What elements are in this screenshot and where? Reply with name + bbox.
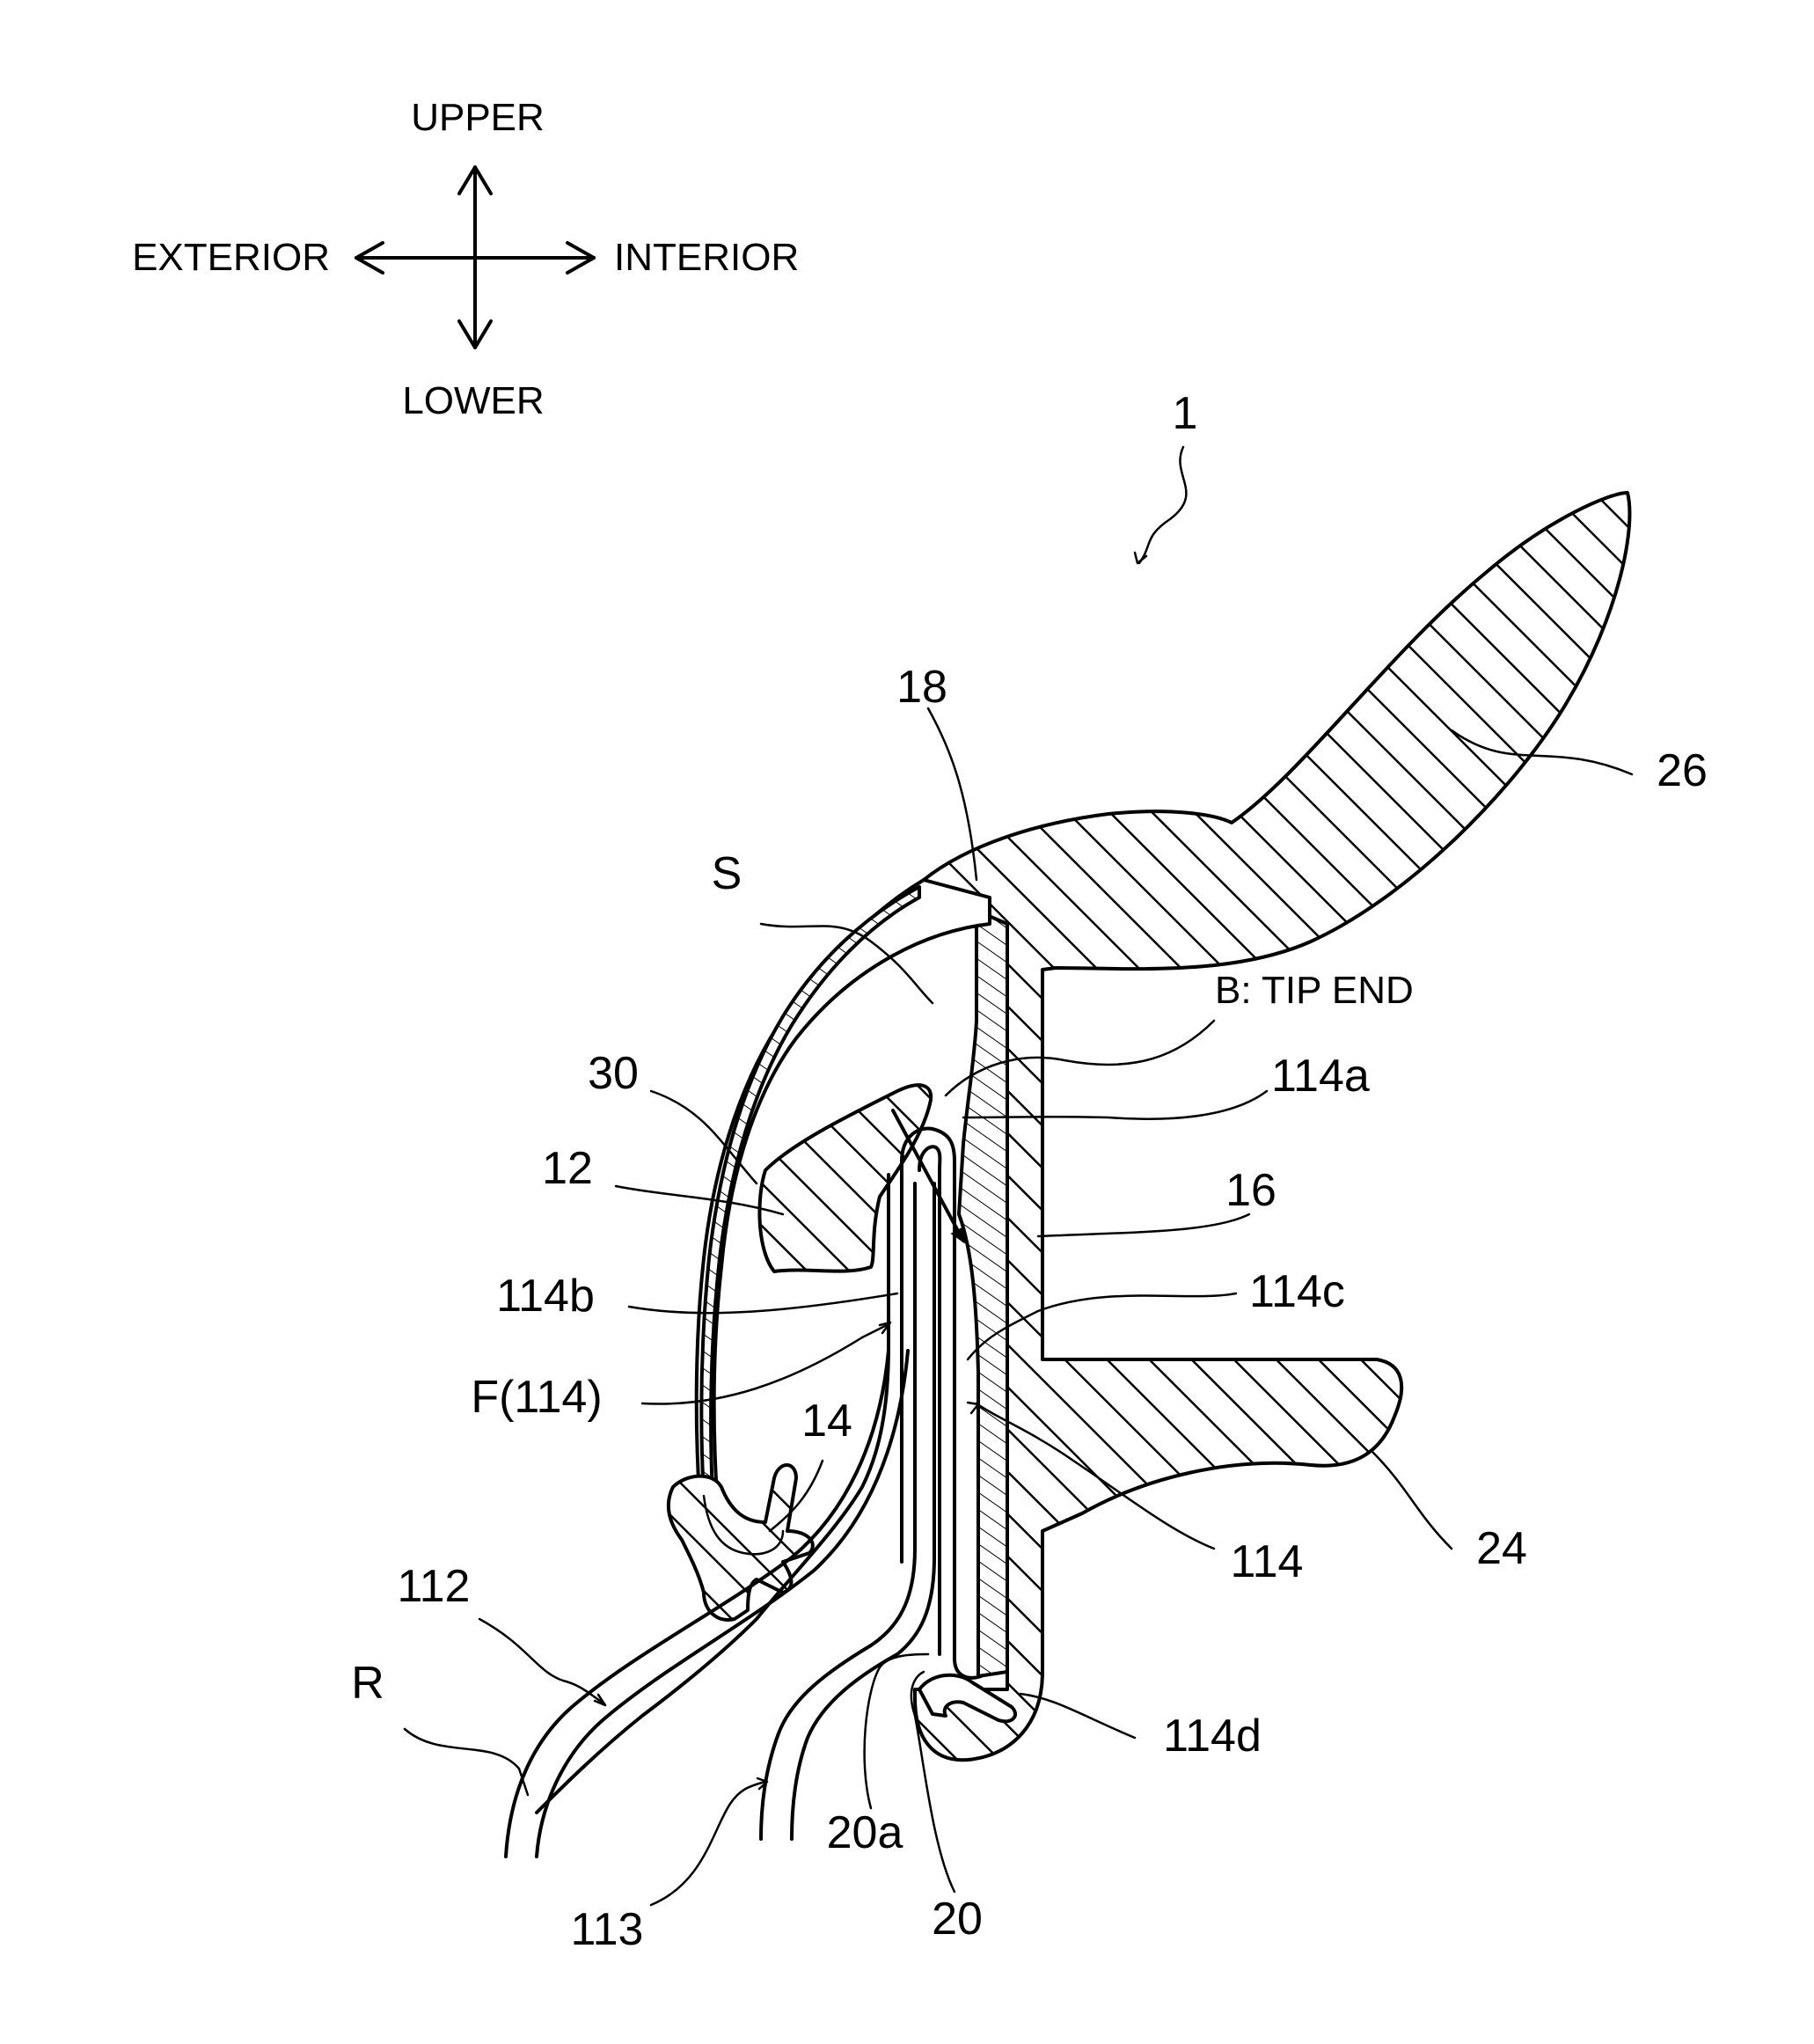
direction-compass: UPPER LOWER EXTERIOR INTERIOR [132, 96, 799, 422]
label-20: 20 [932, 1894, 983, 1945]
flange-114-inner [919, 1147, 940, 1654]
label-1: 1 [1173, 388, 1198, 439]
label-12: 12 [542, 1143, 593, 1194]
label-30: 30 [588, 1048, 639, 1099]
leader-R [405, 1729, 528, 1795]
inner-lip-12 [759, 1085, 931, 1271]
label-112: 112 [398, 1561, 471, 1612]
leader-16 [1038, 1214, 1249, 1236]
leader-113 [651, 1782, 765, 1905]
core-insert-16 [959, 911, 1007, 1676]
label-26: 26 [1657, 745, 1708, 796]
leader-1 [1139, 447, 1186, 563]
label-14: 14 [801, 1396, 852, 1447]
label-20a: 20a [827, 1807, 903, 1858]
leader-112 [479, 1619, 603, 1703]
label-S: S [712, 848, 742, 899]
label-114: 114 [1231, 1536, 1304, 1587]
leader-F114 [642, 1324, 889, 1404]
upper-label: UPPER [411, 96, 545, 139]
label-R: R [351, 1658, 384, 1709]
interior-label: INTERIOR [614, 236, 799, 279]
label-24: 24 [1476, 1523, 1527, 1574]
label-114a: 114a [1271, 1051, 1370, 1102]
label-113: 113 [571, 1904, 644, 1955]
exterior-label: EXTERIOR [132, 236, 330, 279]
label-16: 16 [1225, 1165, 1276, 1216]
label-tip-end: B: TIP END [1215, 969, 1414, 1012]
label-18: 18 [896, 662, 947, 713]
label-F114: F(114) [471, 1372, 602, 1423]
hook-14 [669, 1465, 813, 1620]
leader-24 [1372, 1452, 1452, 1549]
label-114c: 114c [1249, 1266, 1345, 1317]
leader-114b [629, 1293, 897, 1313]
label-114d: 114d [1163, 1711, 1262, 1762]
lower-label: LOWER [402, 379, 544, 422]
weatherstrip-body [506, 493, 1629, 1857]
label-114b: 114b [496, 1271, 595, 1322]
